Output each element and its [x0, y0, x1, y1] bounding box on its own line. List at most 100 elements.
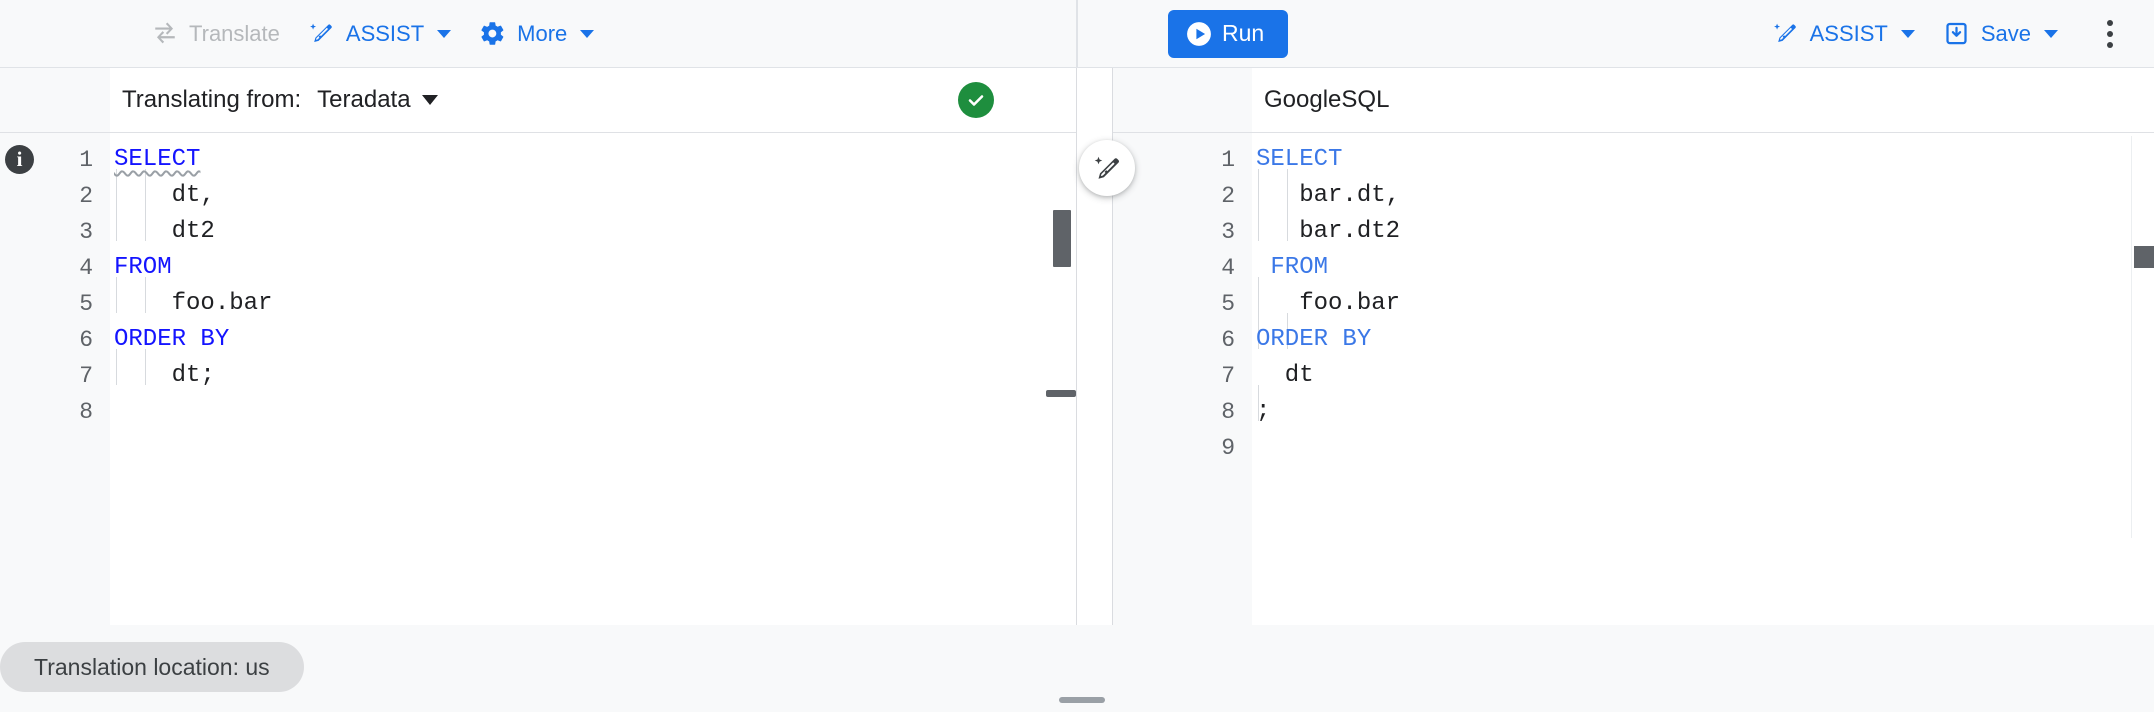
indent-guide [1258, 277, 1259, 313]
code-line [110, 394, 1076, 430]
code-line: dt; [110, 358, 1076, 394]
more-options-icon[interactable] [2086, 10, 2134, 58]
line-number: 1 [1221, 147, 1235, 173]
line-number: 7 [79, 363, 93, 389]
chevron-down-icon [437, 29, 452, 38]
source-vertical-scrollbar[interactable] [1053, 210, 1071, 267]
indent-guide [1287, 169, 1288, 241]
assist-button-left[interactable]: ASSIST [294, 12, 465, 56]
translate-icon [152, 21, 178, 47]
source-pane: Translating from: Teradata i [0, 68, 1077, 625]
line-number: 2 [79, 183, 93, 209]
run-button[interactable]: Run [1168, 9, 1289, 58]
line-number: 3 [1221, 219, 1235, 245]
indent-guide [145, 349, 146, 385]
code-token: dt [1256, 362, 1314, 389]
target-editor[interactable]: 1 2 3 4 5 6 7 8 9 SELECT [1077, 133, 2154, 625]
source-gutter-header [0, 68, 110, 132]
more-button[interactable]: More [465, 12, 608, 56]
chevron-down-icon [421, 95, 438, 105]
target-vertical-scrollbar[interactable] [2134, 246, 2154, 268]
code-line: dt2 [110, 214, 1076, 250]
line-number: 9 [1221, 435, 1235, 461]
validation-status-badge [958, 82, 994, 118]
code-token: ; [1256, 398, 1271, 425]
more-label: More [517, 20, 568, 46]
indent-guide [1258, 313, 1259, 349]
code-token-keyword: SELECT [114, 146, 201, 173]
target-dialect-row: GoogleSQL [1264, 86, 1389, 114]
target-pane: GoogleSQL 1 2 3 4 5 6 7 8 9 [1077, 68, 2154, 625]
code-token-keyword: ORDER BY [1256, 326, 1372, 353]
line-number: 4 [1221, 255, 1235, 281]
target-code-area[interactable]: SELECT bar.dt, bar.dt2 FROM foo.bar ORDE… [1252, 133, 2154, 625]
play-icon [1186, 21, 1212, 47]
kebab-dot [2107, 19, 2113, 26]
line-number: 7 [1221, 363, 1235, 389]
code-line: ORDER BY [1252, 322, 2154, 358]
kebab-dot [2107, 41, 2113, 48]
toolbar-left-group: Translate ASSIST [0, 0, 1077, 68]
chevron-down-icon [580, 29, 595, 38]
code-token: bar.dt, [1256, 182, 1401, 209]
assist-button-right[interactable]: ASSIST [1758, 12, 1929, 56]
code-token: dt; [114, 362, 215, 389]
translating-from-label: Translating from: [122, 86, 302, 113]
assist-label-left: ASSIST [345, 20, 425, 46]
code-token: foo.bar [1256, 290, 1401, 317]
translating-from-row: Translating from: Teradata [122, 86, 438, 114]
save-button[interactable]: Save [1929, 12, 2072, 56]
chevron-down-icon [1900, 29, 1915, 38]
line-number: 4 [79, 255, 93, 281]
toolbar-divider [1077, 0, 1078, 68]
target-dialect-value: GoogleSQL [1264, 86, 1390, 113]
source-dialect-dropdown[interactable]: Teradata [317, 86, 438, 114]
save-icon [1943, 20, 1970, 47]
save-label: Save [1980, 20, 2031, 46]
assist-fab-button[interactable] [1079, 140, 1135, 196]
assist-label-right: ASSIST [1809, 20, 1888, 46]
info-icon[interactable]: i [5, 145, 34, 174]
assist-wand-icon [308, 20, 335, 47]
kebab-dot [2107, 30, 2113, 37]
code-line: FROM [110, 250, 1076, 286]
target-scroll-track [2131, 136, 2132, 538]
code-token: bar.dt2 [1256, 218, 1401, 245]
run-label: Run [1222, 20, 1265, 46]
bottom-resize-handle[interactable] [1059, 697, 1105, 703]
code-line: bar.dt, [1252, 178, 2154, 214]
code-token: foo.bar [114, 290, 273, 317]
line-number: 6 [1221, 327, 1235, 353]
line-number: 5 [79, 291, 93, 317]
indent-guide [116, 349, 117, 385]
source-horizontal-scrollbar[interactable] [1046, 390, 1076, 397]
code-token-keyword: FROM [114, 254, 172, 281]
indent-guide [145, 169, 146, 241]
source-editor[interactable]: i 1 2 3 4 5 6 7 8 [0, 133, 1076, 625]
chevron-down-icon [2044, 29, 2058, 38]
editor-panes: Translating from: Teradata i [0, 68, 2154, 625]
line-number: 8 [79, 399, 93, 425]
code-line: foo.bar [1252, 286, 2154, 322]
gear-icon [479, 20, 506, 47]
code-line: ORDER BY [110, 322, 1076, 358]
source-code-area[interactable]: SELECT dt, dt2 FROM foo.bar ORDER BY dt; [110, 133, 1076, 625]
line-number: 6 [79, 327, 93, 353]
source-info-rail: i [0, 133, 37, 625]
code-line: dt, [110, 178, 1076, 214]
magic-edit-icon [1094, 156, 1120, 179]
line-number: 2 [1221, 183, 1235, 209]
code-line: foo.bar [110, 286, 1076, 322]
code-line: dt [1252, 358, 2154, 394]
code-token-keyword: FROM [1256, 254, 1329, 281]
code-line [1252, 430, 2154, 466]
code-line: SELECT [1252, 142, 2154, 178]
indent-guide [1287, 313, 1288, 349]
translate-button[interactable]: Translate [138, 12, 294, 56]
line-number: 1 [79, 147, 93, 173]
code-token: dt2 [114, 218, 215, 245]
source-dialect-value: Teradata [317, 86, 411, 113]
indent-guide [145, 277, 146, 313]
toolbar-right-group: Run ASSIST [1077, 0, 2154, 68]
